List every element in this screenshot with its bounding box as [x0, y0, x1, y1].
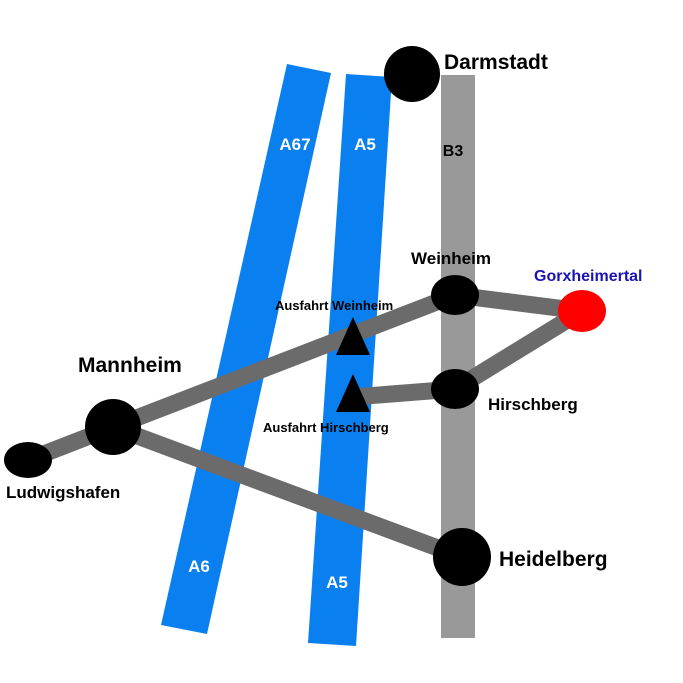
city-marker-hirschberg	[431, 369, 479, 409]
city-label-heidelberg: Heidelberg	[499, 548, 608, 571]
destination-marker-gorxheimertal	[558, 290, 606, 332]
city-marker-weinheim	[431, 275, 479, 315]
exit-label-weinheim: Ausfahrt Weinheim	[275, 298, 393, 313]
a6-label: A6	[188, 557, 210, 576]
road-mannheim-heidelberg	[110, 419, 465, 565]
city-marker-heidelberg	[433, 528, 491, 586]
city-label-hirschberg: Hirschberg	[488, 395, 578, 414]
exit-weinheim-triangle-icon	[336, 317, 370, 355]
road-gorxheimertal-hirschberg	[450, 303, 587, 397]
a5-north-label: A5	[354, 135, 376, 154]
city-label-darmstadt: Darmstadt	[444, 51, 548, 74]
exit-label-hirschberg: Ausfahrt Hirschberg	[263, 420, 389, 435]
city-marker-ludwigshafen	[4, 442, 52, 478]
city-label-ludwigshafen: Ludwigshafen	[6, 483, 120, 502]
a67-a6-autobahn	[161, 64, 331, 634]
city-marker-darmstadt	[384, 46, 440, 102]
a5-autobahn	[308, 74, 392, 646]
city-label-mannheim: Mannheim	[78, 354, 182, 377]
b3-label: B3	[443, 143, 464, 160]
city-marker-mannheim	[85, 399, 141, 455]
road-mannheim-weinheim	[109, 287, 459, 435]
destination-label-gorxheimertal: Gorxheimertal	[534, 268, 642, 285]
exit-hirschberg-triangle-icon	[336, 374, 370, 412]
a5-south-label: A5	[326, 573, 348, 592]
city-label-weinheim: Weinheim	[411, 249, 491, 268]
a67-label: A67	[279, 135, 310, 154]
